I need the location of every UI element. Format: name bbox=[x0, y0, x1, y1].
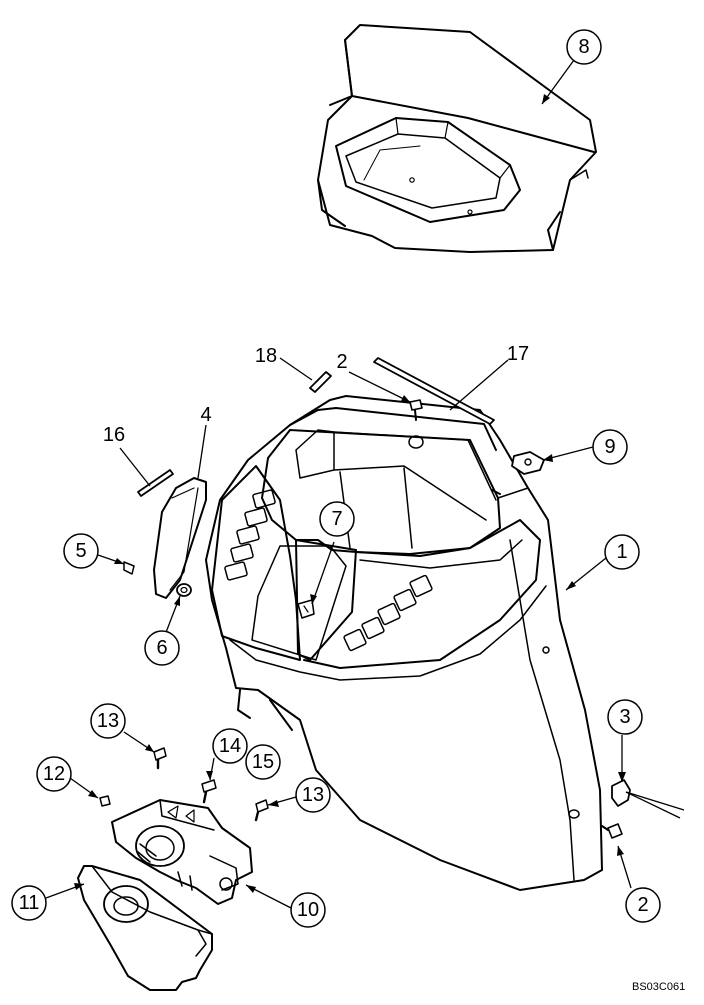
label-2: 2 bbox=[336, 351, 347, 373]
leader-arrowheads bbox=[74, 94, 626, 893]
callout-6: 6 bbox=[156, 637, 167, 659]
label-16: 16 bbox=[103, 424, 125, 446]
part-6-grommet bbox=[176, 583, 192, 597]
callout-labels: 8 9 1 7 5 6 3 13 14 15 12 13 2 11 10 bbox=[19, 36, 649, 921]
callout-2b: 2 bbox=[637, 894, 648, 916]
callout-11: 11 bbox=[19, 892, 40, 914]
callout-9-circle bbox=[592, 429, 628, 465]
plain-labels: 18 2 17 16 4 bbox=[103, 343, 529, 446]
part-9-clip bbox=[511, 451, 545, 475]
part-13-screw-upper bbox=[153, 747, 167, 770]
callout-3-circle bbox=[607, 699, 643, 735]
callout-15: 15 bbox=[252, 751, 274, 773]
callout-12-circle bbox=[36, 756, 72, 792]
leader-lines bbox=[45, 59, 685, 909]
callout-13b: 13 bbox=[302, 784, 324, 806]
callout-9: 9 bbox=[604, 436, 615, 458]
part-1-console-housing bbox=[205, 395, 603, 891]
callout-7: 7 bbox=[331, 508, 342, 530]
callout-1: 1 bbox=[616, 541, 627, 563]
callout-3: 3 bbox=[619, 706, 630, 728]
callout-10: 10 bbox=[297, 899, 319, 921]
callout-13a-circle bbox=[90, 703, 126, 739]
label-17: 17 bbox=[507, 343, 529, 365]
part-13-screw-lower bbox=[254, 799, 269, 822]
part-14-15-screw bbox=[201, 779, 217, 804]
callout-10-circle bbox=[290, 892, 326, 928]
part-2-screw-lower bbox=[601, 823, 623, 839]
callout-7-circle bbox=[319, 501, 355, 537]
part-3-clip bbox=[611, 779, 631, 807]
part-5-screw bbox=[123, 561, 135, 575]
label-4: 4 bbox=[200, 404, 211, 426]
callout-13a: 13 bbox=[97, 710, 119, 732]
part-11-shroud bbox=[77, 865, 213, 991]
part-10-bezel bbox=[111, 799, 253, 905]
part-2-screw-upper bbox=[409, 399, 423, 421]
callout-8: 8 bbox=[578, 36, 589, 58]
part-16-strip bbox=[137, 469, 174, 497]
part-8-cover bbox=[317, 24, 597, 253]
part-12-screw bbox=[99, 795, 111, 807]
label-18: 18 bbox=[255, 345, 277, 367]
callout-2b-circle bbox=[625, 887, 661, 923]
callout-14-circle bbox=[212, 728, 248, 764]
callout-6-circle bbox=[144, 630, 180, 666]
callout-5-circle bbox=[63, 533, 99, 569]
part-4-lens bbox=[153, 477, 207, 599]
callout-13b-circle bbox=[295, 777, 331, 813]
callout-15-circle bbox=[245, 744, 281, 780]
callout-1-circle bbox=[604, 534, 640, 570]
callout-circles bbox=[11, 29, 661, 928]
part-18-pin bbox=[309, 371, 332, 393]
part-17-strip bbox=[373, 357, 495, 425]
callout-14: 14 bbox=[219, 735, 241, 757]
callout-8-circle bbox=[566, 29, 602, 65]
reference-code: BS03C061 bbox=[632, 981, 685, 993]
callout-11-circle bbox=[11, 885, 47, 921]
callout-12: 12 bbox=[43, 763, 65, 785]
callout-5: 5 bbox=[75, 540, 86, 562]
